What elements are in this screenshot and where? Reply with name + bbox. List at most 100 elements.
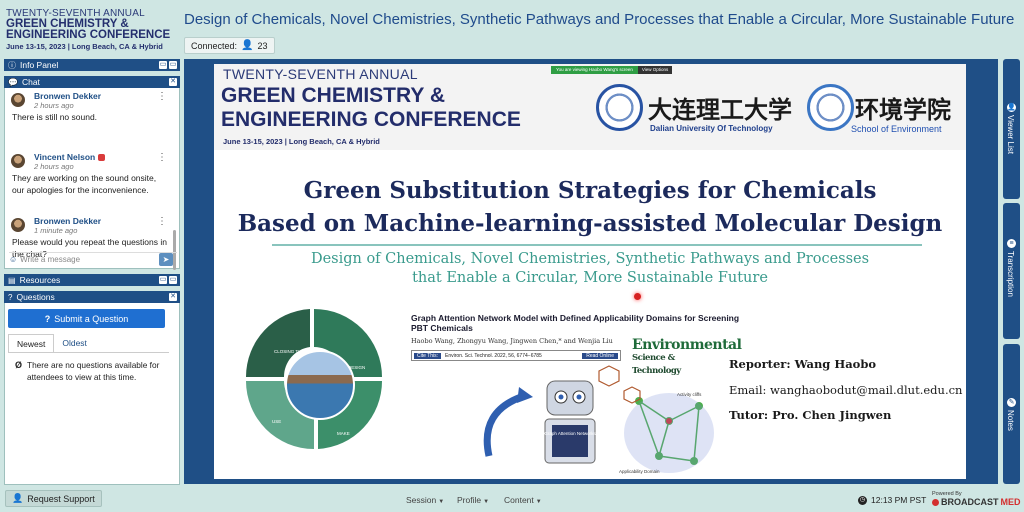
school-emblem-icon	[807, 84, 854, 131]
tab-newest[interactable]: Newest	[8, 334, 55, 353]
chat-message: Bronwen Dekker 1 minute ago Please would…	[9, 216, 169, 260]
university-seal-icon	[596, 84, 643, 131]
info-icon: ⓘ	[8, 60, 16, 70]
chat-message-input[interactable]: ☺ Write a message ➤	[9, 252, 177, 266]
moderator-badge-icon	[98, 153, 106, 161]
paper-title: Graph Attention Network Model with Defin…	[411, 313, 740, 333]
session-menu[interactable]: Session▼	[406, 495, 444, 505]
brand-b: MED	[1000, 497, 1021, 507]
slide-conf-line-3: ENGINEERING CONFERENCE	[221, 108, 521, 131]
university-en: Dalian University Of Technology	[650, 124, 773, 133]
chat-panel-header[interactable]: 💬 Chat ✕	[4, 76, 180, 88]
chat-time: 2 hours ago	[34, 101, 74, 110]
info-panel-title: Info Panel	[20, 60, 59, 70]
gat-label: Graph Attention Networks	[544, 431, 596, 436]
question-tabs: Newest Oldest	[8, 334, 95, 353]
questions-empty-text: There are no questions available for att…	[27, 360, 160, 382]
chat-text: They are working on the sound onsite, ou…	[12, 173, 157, 195]
email-line: Email: wanghaobodut@mail.dlut.edu.cn	[729, 383, 963, 397]
cite-text: Environ. Sci. Technol. 2022, 56, 6774−67…	[445, 352, 542, 359]
chat-time: 2 hours ago	[34, 162, 74, 171]
caret-down-icon: ▼	[483, 499, 490, 505]
panel-expand-icon[interactable]: ▭	[169, 61, 177, 69]
resources-panel-title: Resources	[19, 275, 61, 285]
more-options-icon[interactable]: ⋮	[157, 152, 167, 163]
slide-title-line-1: Green Substitution Strategies for Chemic…	[303, 177, 877, 204]
chat-scrollbar[interactable]	[173, 230, 176, 270]
broadcast-dot-icon	[932, 498, 939, 506]
chat-author[interactable]: Bronwen Dekker	[34, 91, 102, 101]
send-icon[interactable]: ➤	[159, 253, 173, 266]
view-options-button[interactable]: View Options	[637, 66, 673, 74]
submit-question-button[interactable]: ? Submit a Question	[8, 309, 165, 328]
wheel-label-make: MAKE	[337, 431, 350, 436]
viewer-list-tab[interactable]: 👤 Viewer List	[1003, 59, 1020, 199]
slide-title-line-2: Based on Machine-learning-assisted Molec…	[237, 210, 943, 237]
clock-time: 12:13 PM PST	[871, 495, 927, 505]
chat-message: Bronwen Dekker 2 hours ago There is stil…	[9, 91, 169, 124]
slide-conf-title: GREEN CHEMISTRY & ENGINEERING CONFERENCE	[221, 84, 521, 132]
folder-icon: ▤	[8, 275, 16, 285]
notes-label: Notes	[1006, 410, 1015, 431]
chat-message: Vincent Nelson 2 hours ago They are work…	[9, 152, 169, 196]
slide-conf-line-4: June 13-15, 2023 | Long Beach, CA & Hybr…	[223, 137, 380, 146]
panel-close-icon[interactable]: ✕	[169, 293, 177, 301]
resources-panel-header[interactable]: ▤ Resources ▭▭	[4, 274, 180, 286]
questions-panel-title: Questions	[16, 292, 55, 302]
connected-label: Connected:	[191, 40, 238, 51]
emoji-icon[interactable]: ☺	[9, 254, 18, 264]
slide: TWENTY-SEVENTH ANNUAL GREEN CHEMISTRY & …	[214, 64, 966, 479]
request-support-button[interactable]: 👤 Request Support	[5, 490, 102, 507]
logo-line-3: ENGINEERING CONFERENCE	[6, 29, 171, 41]
avatar	[11, 93, 25, 107]
notes-icon: ✎	[1007, 398, 1016, 407]
viewers-icon: 👤	[1007, 103, 1016, 112]
profile-menu-label: Profile	[457, 495, 482, 505]
profile-menu[interactable]: Profile▼	[457, 495, 489, 505]
wheel-label-use: USE	[272, 419, 281, 424]
logo-line-1: TWENTY-SEVENTH ANNUAL	[6, 8, 145, 19]
more-options-icon[interactable]: ⋮	[157, 216, 167, 227]
panel-close-icon[interactable]: ✕	[169, 78, 177, 86]
more-options-icon[interactable]: ⋮	[157, 91, 167, 102]
wheel-label-design: DESIGN	[348, 365, 365, 370]
university-cn: 大连理工大学	[648, 95, 792, 124]
question-icon: ?	[8, 292, 13, 302]
connected-badge[interactable]: Connected: 👤 23	[184, 37, 275, 54]
viewer-list-label: Viewer List	[1006, 115, 1015, 154]
circular-economy-wheel: CLOSING THE LOOP DESIGN MAKE USE	[245, 309, 383, 449]
questions-body: ? Submit a Question Newest Oldest Ø Ther…	[4, 303, 180, 485]
questions-empty-state: Ø There are no questions available for a…	[15, 359, 165, 383]
logo-line-4: June 13-15, 2023 | Long Beach, CA & Hybr…	[6, 42, 163, 51]
title-divider	[272, 244, 922, 246]
info-panel-header[interactable]: ⓘ Info Panel ▭▭	[4, 59, 180, 71]
logo-line-2: GREEN CHEMISTRY &	[6, 18, 129, 30]
lake-photo	[285, 350, 355, 420]
read-online-label: Read Online	[582, 352, 618, 359]
school-en: School of Environment	[851, 124, 942, 134]
paper-authors: Haobo Wang, Zhongyu Wang, Jingwen Chen,*…	[411, 337, 613, 345]
powered-by: Powered By	[932, 491, 962, 497]
chat-text: Please would you repeat the questions in…	[12, 237, 167, 259]
slide-subtitle-line-1: Design of Chemicals, Novel Chemistries, …	[310, 251, 870, 267]
connected-count: 23	[257, 40, 268, 51]
chat-body: Bronwen Dekker 2 hours ago There is stil…	[4, 88, 180, 270]
panel-expand-icon[interactable]: ▭	[169, 276, 177, 284]
screen-share-bar: You are viewing Haobo Wang's screen View…	[551, 66, 673, 74]
no-entry-icon: Ø	[15, 360, 23, 370]
avatar	[11, 154, 25, 168]
activity-cliffs-label: Activity cliffs	[677, 392, 702, 397]
content-menu[interactable]: Content▼	[504, 495, 542, 505]
panel-popout-icon[interactable]: ▭	[159, 61, 167, 69]
people-icon: 👤	[241, 40, 254, 51]
chat-author[interactable]: Bronwen Dekker	[34, 216, 102, 226]
panel-popout-icon[interactable]: ▭	[159, 276, 167, 284]
transcription-tab[interactable]: ≡ Transcription	[1003, 203, 1020, 339]
slide-conf-line-2: GREEN CHEMISTRY &	[221, 84, 446, 107]
support-icon: 👤	[12, 493, 24, 503]
chat-author[interactable]: Vincent Nelson	[34, 152, 96, 162]
notes-tab[interactable]: ✎ Notes	[1003, 344, 1020, 484]
questions-panel-header[interactable]: ? Questions ✕	[4, 291, 180, 303]
tab-oldest[interactable]: Oldest	[62, 338, 87, 348]
